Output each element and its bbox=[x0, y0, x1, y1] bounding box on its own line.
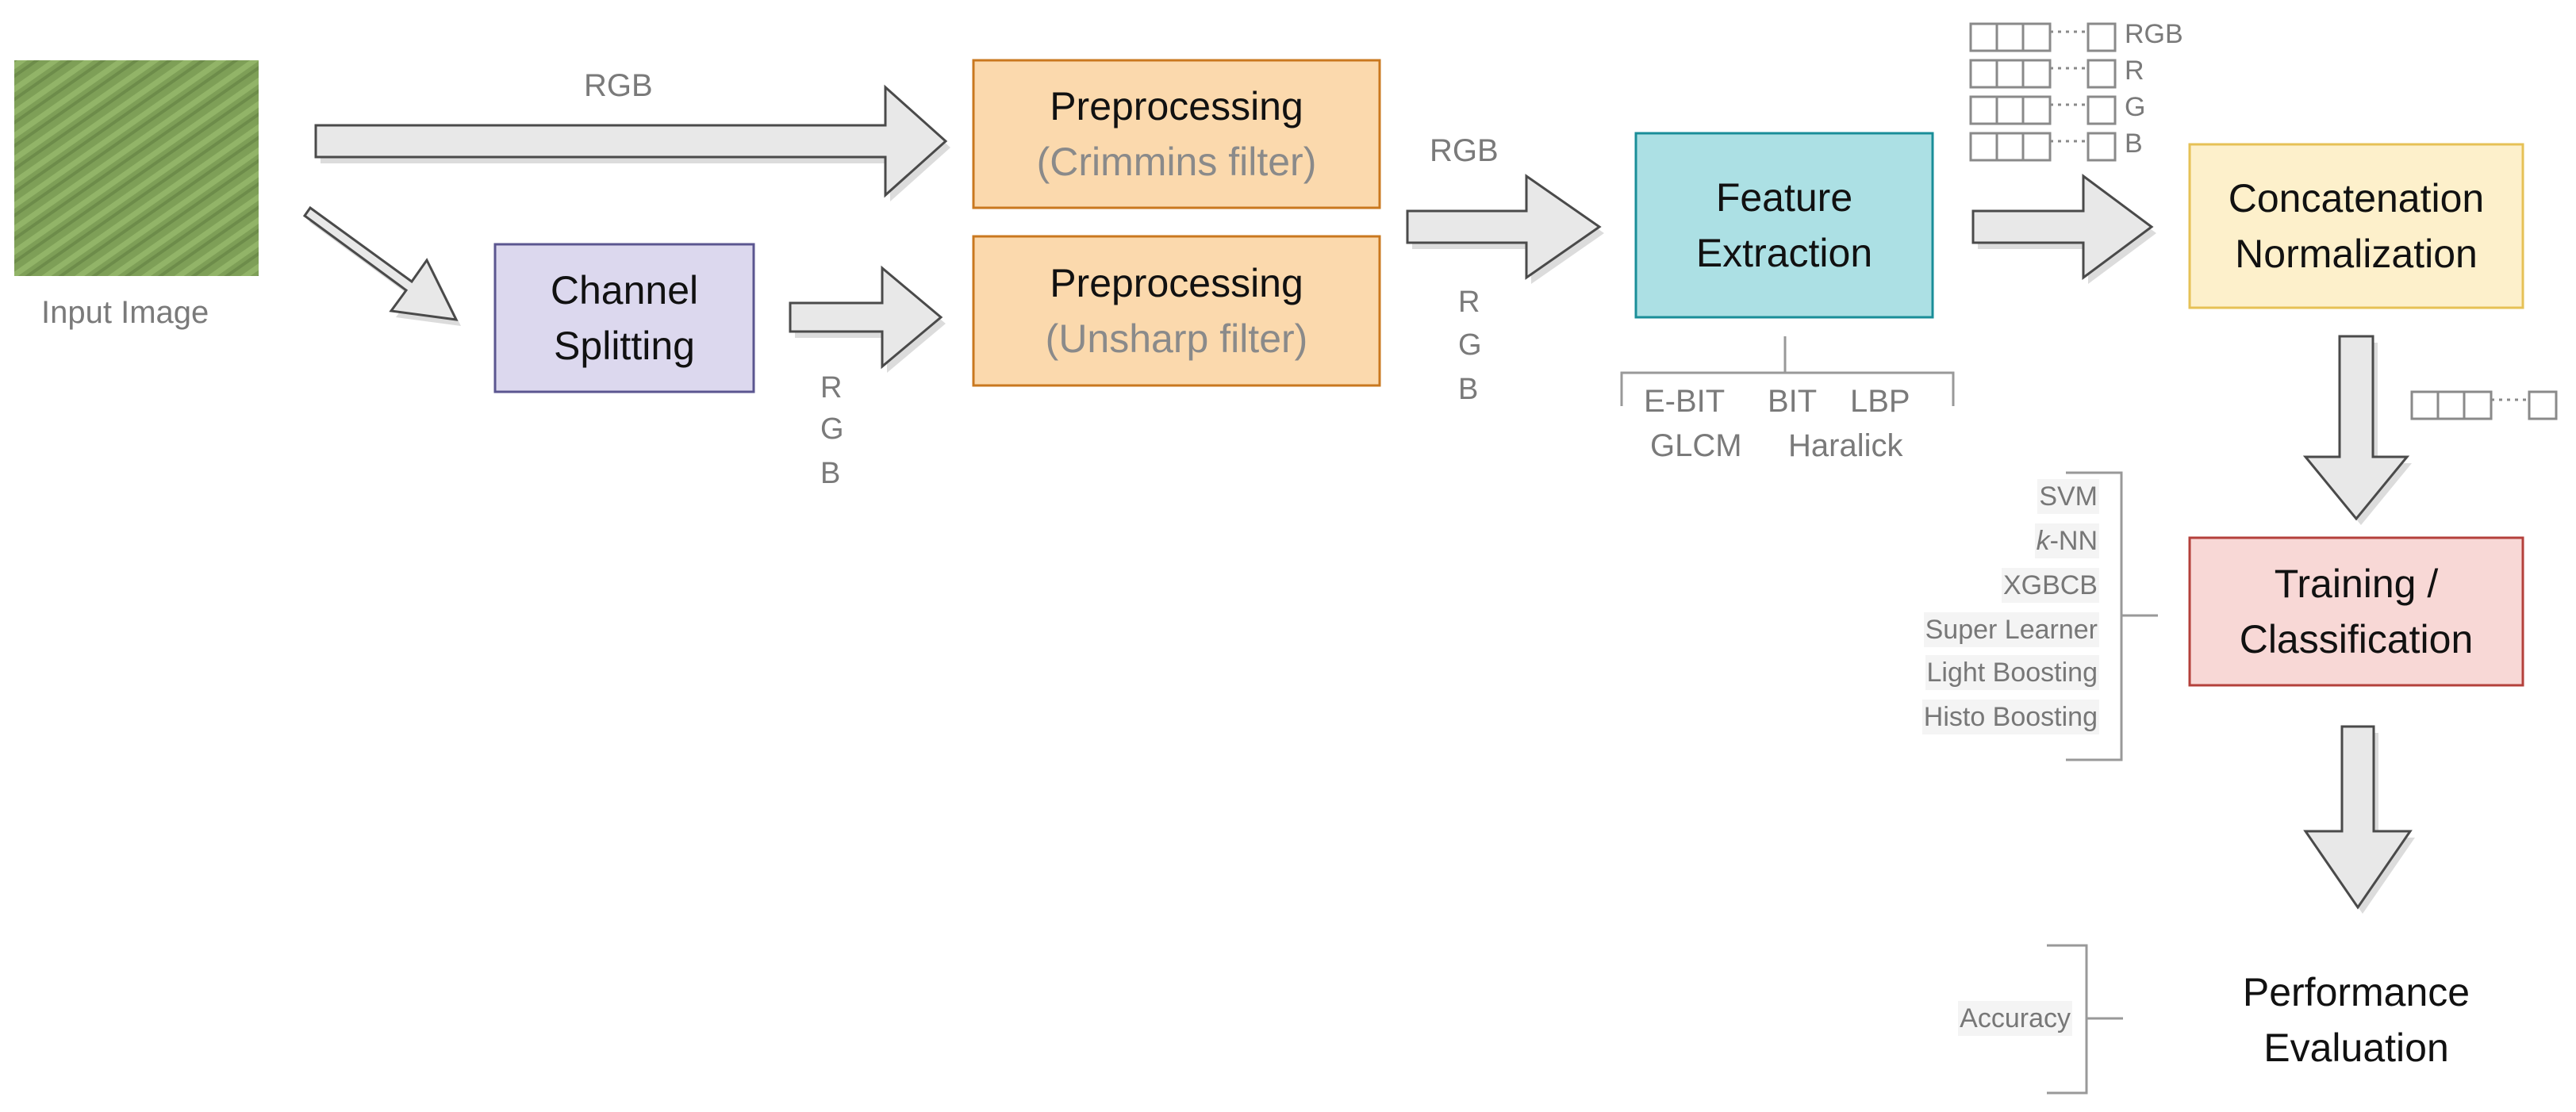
training-line2: Classification bbox=[2239, 617, 2474, 661]
preprocessing-unsharp-subtitle: (Unsharp filter) bbox=[1045, 316, 1308, 361]
preprocessing-unsharp-title: Preprocessing bbox=[1050, 261, 1303, 305]
method-glcm: GLCM bbox=[1650, 428, 1742, 463]
vector-label-rgb: RGB bbox=[2125, 19, 2183, 49]
vector-label-g: G bbox=[2125, 92, 2146, 122]
arrow-rgb-to-crimmins bbox=[314, 84, 950, 201]
normalized-vector bbox=[2410, 390, 2558, 420]
feature-extraction-box: Feature Extraction bbox=[1636, 133, 1933, 317]
arrow-features-to-concatenation bbox=[1971, 174, 2156, 284]
performance-line2: Evaluation bbox=[2263, 1026, 2449, 1070]
channel-splitting-line1: Channel bbox=[550, 268, 699, 313]
feature-vector-b bbox=[1969, 132, 2117, 162]
method-ebit: E-BIT bbox=[1644, 384, 1726, 419]
classifier-list: SVM k-NN XGBCB Super Learner Light Boost… bbox=[1825, 479, 2099, 741]
preprocessing-crimmins-rect bbox=[972, 59, 1381, 209]
training-rect bbox=[2188, 536, 2524, 687]
feature-vector-g bbox=[1969, 95, 2117, 125]
feature-methods-bracket bbox=[1620, 336, 1955, 406]
training-line1: Training / bbox=[2274, 562, 2439, 606]
feature-vectors bbox=[1969, 22, 2558, 420]
split-r-label: R bbox=[820, 371, 843, 405]
training-box: Training / Classification bbox=[2190, 538, 2523, 685]
classifier-xgbcb: XGBCB bbox=[2001, 568, 2099, 603]
input-image bbox=[14, 60, 259, 276]
concatenation-line1: Concatenation bbox=[2228, 176, 2485, 220]
classifier-super-learner: Super Learner bbox=[1923, 612, 2099, 647]
preprocessing-unsharp-box: Preprocessing (Unsharp filter) bbox=[973, 236, 1380, 385]
pre-g-label: G bbox=[1458, 328, 1482, 362]
preprocessing-crimmins-title: Preprocessing bbox=[1050, 84, 1303, 128]
concatenation-line2: Normalization bbox=[2235, 232, 2478, 276]
classifier-bracket bbox=[2066, 471, 2158, 761]
channel-splitting-box: Channel Splitting bbox=[495, 244, 754, 392]
classifier-svm: SVM bbox=[2037, 479, 2099, 514]
metric-bracket bbox=[2047, 944, 2123, 1095]
classifier-light-boosting: Light Boosting bbox=[1925, 655, 2099, 690]
metric-accuracy: Accuracy bbox=[1904, 1001, 2072, 1036]
classifier-knn: k-NN bbox=[2034, 523, 2099, 558]
feature-extraction-line1: Feature bbox=[1715, 175, 1853, 220]
concatenation-rect bbox=[2188, 143, 2524, 309]
classifier-histo-boosting: Histo Boosting bbox=[1921, 700, 2099, 734]
feature-extraction-line2: Extraction bbox=[1695, 231, 1873, 275]
feature-vector-r bbox=[1969, 59, 2117, 89]
channel-splitting-line2: Splitting bbox=[554, 324, 695, 368]
vector-label-b: B bbox=[2125, 128, 2143, 159]
method-haralick: Haralick bbox=[1788, 428, 1903, 463]
feature-vector-rgb bbox=[1969, 22, 2117, 52]
metric-accuracy-label: Accuracy bbox=[1958, 1001, 2072, 1036]
preprocessing-crimmins-subtitle: (Crimmins filter) bbox=[1036, 140, 1317, 184]
performance-evaluation: Performance Evaluation bbox=[2190, 964, 2523, 1076]
arrow-training-to-evaluation bbox=[2303, 725, 2415, 914]
method-bit: BIT bbox=[1768, 384, 1818, 419]
feature-extraction-rect bbox=[1634, 132, 1934, 319]
performance-line1: Performance bbox=[2242, 970, 2470, 1014]
channel-splitting-rect bbox=[493, 243, 755, 393]
rgb-top-label: RGB bbox=[584, 68, 653, 103]
preprocessing-crimmins-box: Preprocessing (Crimmins filter) bbox=[973, 60, 1380, 208]
arrow-concatenation-to-training bbox=[2302, 335, 2412, 525]
arrow-input-to-splitting bbox=[302, 205, 461, 326]
pre-b-label: B bbox=[1458, 373, 1479, 406]
vector-label-r: R bbox=[2125, 56, 2144, 86]
pre-rgb-label: RGB bbox=[1430, 133, 1499, 168]
method-lbp: LBP bbox=[1850, 384, 1910, 419]
split-b-label: B bbox=[820, 457, 841, 490]
preprocessing-unsharp-rect bbox=[972, 235, 1381, 387]
arrow-preprocessing-to-features bbox=[1406, 174, 1604, 284]
arrow-splitting-to-unsharp bbox=[789, 265, 946, 373]
concatenation-box: Concatenation Normalization bbox=[2190, 144, 2523, 308]
split-g-label: G bbox=[820, 412, 844, 446]
input-image-label: Input Image bbox=[41, 295, 209, 330]
pre-r-label: R bbox=[1458, 286, 1480, 319]
